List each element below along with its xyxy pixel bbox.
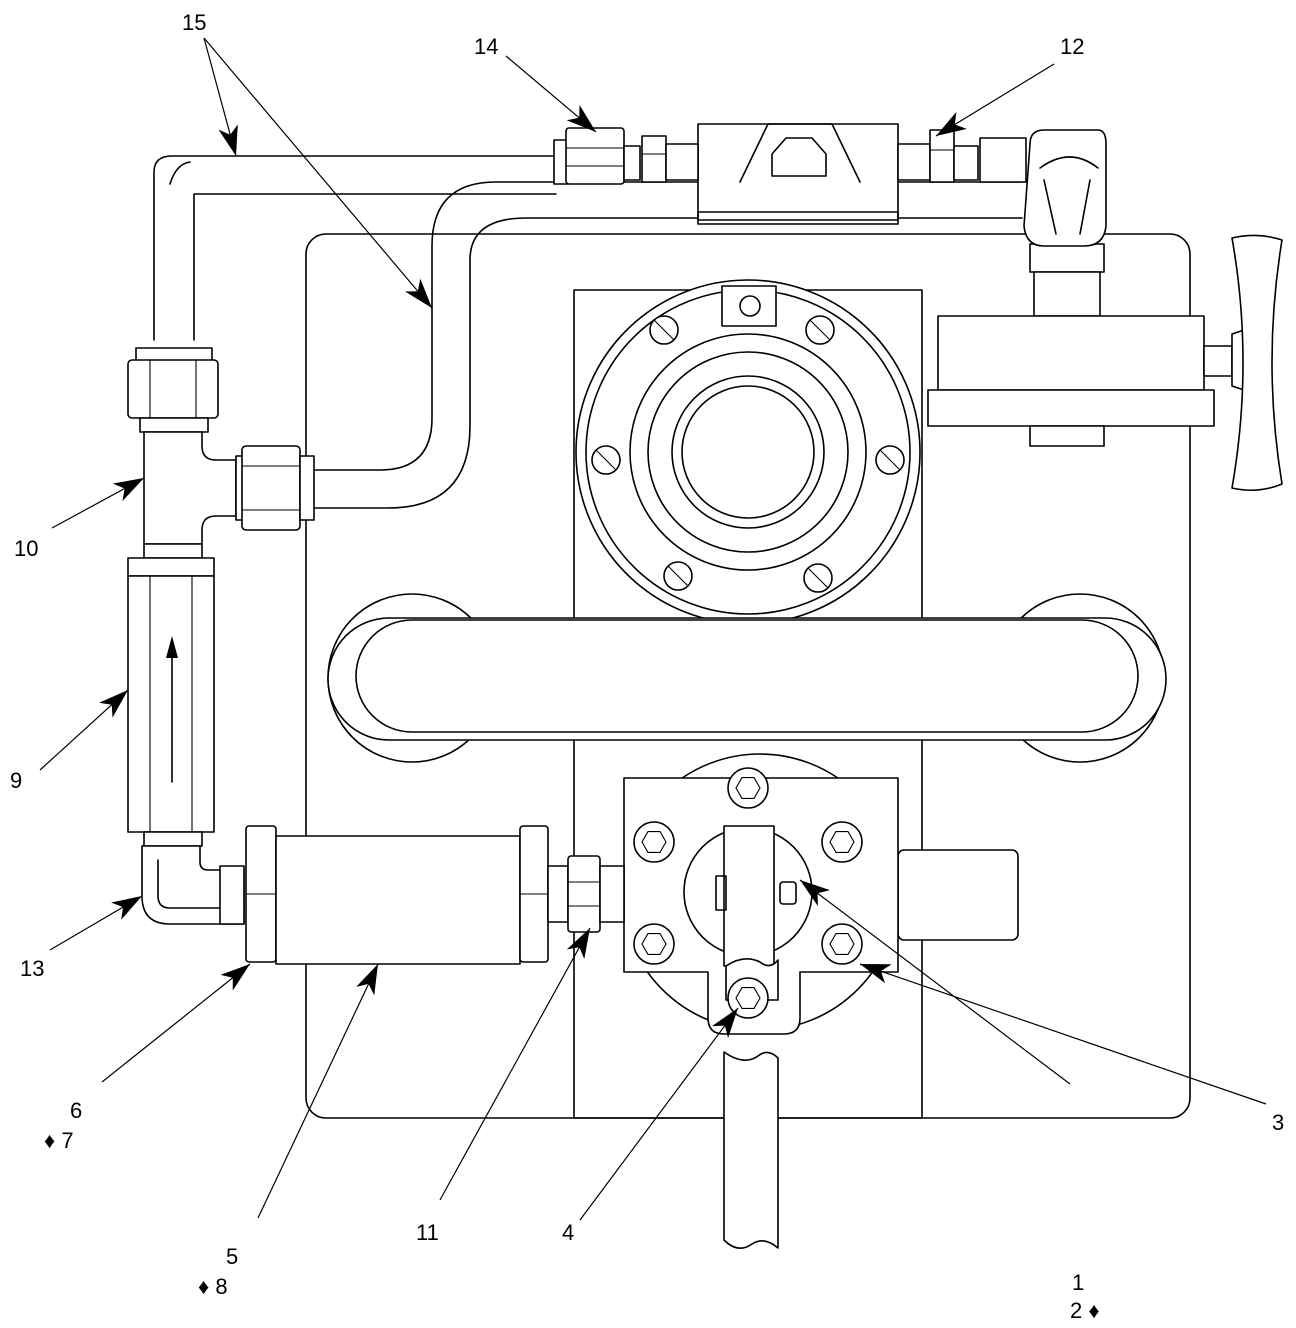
callout-14: 14 (474, 34, 498, 59)
callout-1: 1 (1072, 1270, 1084, 1295)
u-tube (327, 593, 1167, 763)
filter-housing (245, 825, 625, 965)
leader-lines (39, 37, 1267, 1221)
callout-10: 10 (14, 536, 38, 561)
callout-3: 3 (1272, 1110, 1284, 1135)
left-tubing (127, 347, 315, 925)
callout-8: ♦ 8 (198, 1274, 228, 1299)
callout-2: 2 ♦ (1070, 1298, 1100, 1323)
flange-screw (591, 315, 905, 593)
top-tubing (153, 123, 1107, 509)
callout-15: 15 (182, 10, 206, 35)
callout-6: 6 (70, 1098, 82, 1123)
callout-11: 11 (416, 1220, 439, 1245)
callout-13: 13 (20, 956, 44, 981)
valve-handle (1231, 234, 1283, 492)
callout-5: 5 (226, 1244, 238, 1269)
callout-7: ♦ 7 (44, 1128, 74, 1153)
callout-9: 9 (10, 768, 22, 793)
callout-labels: 1 2 ♦ 3 4 5 ♦ 8 6 ♦ 7 9 10 11 12 13 14 1… (10, 10, 1284, 1323)
upper-flange (575, 279, 921, 625)
callout-12: 12 (1060, 34, 1084, 59)
upper-valve (927, 234, 1283, 492)
lower-valve (621, 753, 1019, 1249)
callout-4: 4 (562, 1220, 574, 1245)
